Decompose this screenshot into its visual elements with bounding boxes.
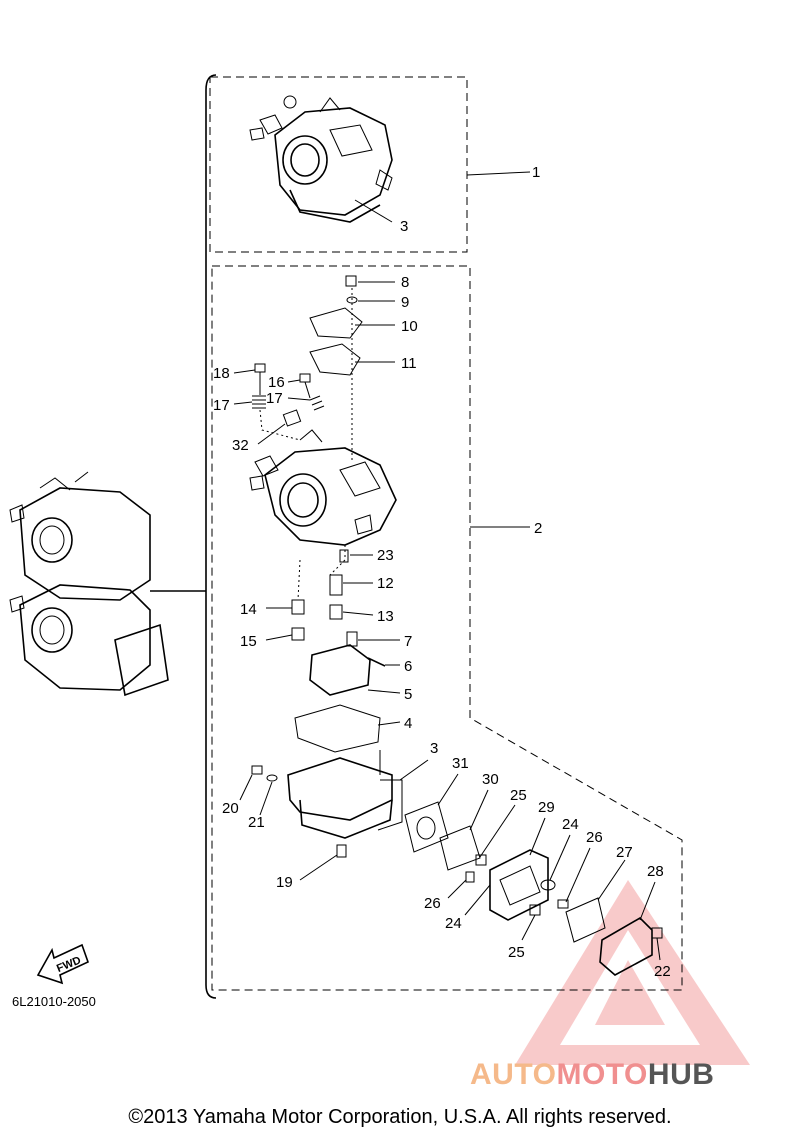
screw-20 <box>251 765 263 775</box>
watermark-hub: HUB <box>647 1058 715 1091</box>
callout-14: 14 <box>240 601 257 618</box>
callout-16: 16 <box>268 374 285 391</box>
plug-15 <box>291 627 305 641</box>
callout-1: 1 <box>532 164 540 181</box>
screw-8 <box>345 275 357 287</box>
float-5 <box>309 644 371 696</box>
callout-27: 27 <box>616 844 633 861</box>
washer-21 <box>266 774 278 782</box>
fitting-26-right <box>557 899 569 909</box>
callout-17-right: 17 <box>266 390 283 407</box>
assembly-bracket <box>205 74 217 999</box>
jet-14 <box>291 599 305 615</box>
screw-19 <box>336 844 347 858</box>
callout-labels: 1 3 8 9 10 11 18 16 17 17 32 2 23 12 14 … <box>213 164 671 980</box>
callout-23: 23 <box>377 547 394 564</box>
gasket-4 <box>294 704 381 753</box>
part-32 <box>282 409 302 427</box>
watermark-auto: AUTO <box>470 1058 557 1091</box>
pin-6 <box>367 657 386 667</box>
callout-6: 6 <box>404 658 412 675</box>
fuel-pump-29 <box>489 849 549 921</box>
callout-15: 15 <box>240 633 257 650</box>
diagram-code: 6L21010-2050 <box>12 994 96 1009</box>
callout-8: 8 <box>401 274 409 291</box>
callout-25-bottom: 25 <box>508 944 525 961</box>
gasket-30 <box>439 825 481 871</box>
callout-19: 19 <box>276 874 293 891</box>
callout-32: 32 <box>232 437 249 454</box>
callout-13: 13 <box>377 608 394 625</box>
screw-18 <box>254 363 266 395</box>
needle-valve-7 <box>346 631 358 647</box>
callout-7: 7 <box>404 633 412 650</box>
spring-17-right <box>309 395 325 411</box>
copyright-notice: ©2013 Yamaha Motor Corporation, U.S.A. A… <box>128 1106 672 1128</box>
forward-direction-arrow: FWD <box>36 943 89 985</box>
watermark-moto: MOTO <box>556 1058 648 1091</box>
fitting-25-top <box>475 854 487 866</box>
callout-18: 18 <box>213 365 230 382</box>
leader-lines <box>233 171 661 961</box>
plate-10 <box>309 307 363 339</box>
check-valve-26-left <box>465 871 475 883</box>
callout-10: 10 <box>401 318 418 335</box>
gasket-31 <box>404 801 449 853</box>
nozzle-12 <box>329 574 343 596</box>
spring-17-left <box>252 395 266 409</box>
assembly-2-box <box>211 265 683 991</box>
callout-24-bottom: 24 <box>445 915 462 932</box>
callout-2: 2 <box>534 520 542 537</box>
callout-28: 28 <box>647 863 664 880</box>
callout-3-top: 3 <box>400 218 408 235</box>
callout-9: 9 <box>401 294 409 311</box>
screw-16 <box>299 373 311 399</box>
cover-28 <box>599 916 653 976</box>
callout-17-left: 17 <box>213 397 230 414</box>
callout-4: 4 <box>404 715 412 732</box>
diaphragm-27 <box>565 897 606 943</box>
screw-23 <box>339 549 349 563</box>
callout-22: 22 <box>654 963 671 980</box>
callout-30: 30 <box>482 771 499 788</box>
callout-21: 21 <box>248 814 265 831</box>
callout-11: 11 <box>401 355 417 372</box>
callout-25-top: 25 <box>510 787 527 804</box>
float-bowl-3 <box>287 750 403 839</box>
callout-12: 12 <box>377 575 394 592</box>
callout-24-top: 24 <box>562 816 579 833</box>
carburetor-body <box>249 429 397 546</box>
callout-5: 5 <box>404 686 412 703</box>
callout-20: 20 <box>222 800 239 817</box>
fwd-label: FWD <box>55 954 83 975</box>
watermark-brand: AUTOMOTOHUB <box>470 1058 714 1092</box>
callout-26-left: 26 <box>424 895 441 912</box>
carburetor-pair-overview <box>9 471 169 697</box>
gasket-11 <box>309 343 361 376</box>
callout-26-right: 26 <box>586 829 603 846</box>
callout-31: 31 <box>452 755 469 772</box>
carburetor-assembly-top <box>249 95 393 223</box>
watermark-triangle-logo <box>515 880 750 1065</box>
jet-13 <box>329 604 343 620</box>
o-ring-24 <box>540 879 556 891</box>
callout-3-bowl: 3 <box>430 740 438 757</box>
callout-29: 29 <box>538 799 555 816</box>
assembly-1-box <box>209 76 468 253</box>
